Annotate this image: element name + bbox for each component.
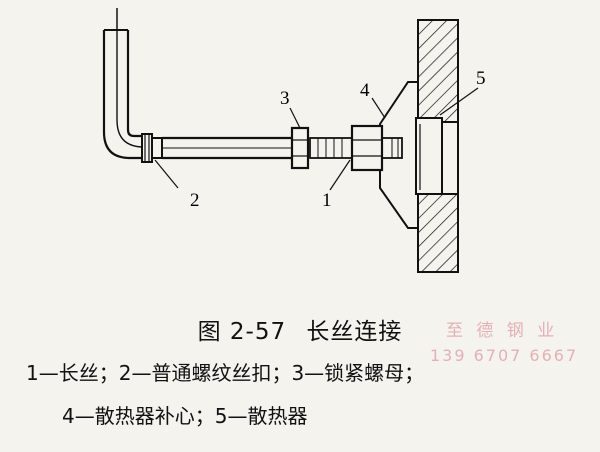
callout-4: 4 — [360, 80, 370, 101]
callout-5: 5 — [476, 68, 486, 89]
figure-number: 图 2-57 — [197, 319, 287, 345]
legend-line-1: 1—长丝；2—普通螺纹丝扣；3—锁紧螺母； — [26, 361, 425, 385]
leader-lines — [154, 87, 479, 191]
bushing-nut — [350, 124, 384, 172]
callout-2: 2 — [190, 190, 200, 211]
callout-3: 3 — [280, 88, 290, 109]
legend-line-2: 4—散热器补心；5—散热器 — [62, 404, 308, 428]
callout-1: 1 — [322, 190, 332, 211]
threaded-coupling — [141, 133, 163, 163]
lock-nut — [290, 126, 310, 170]
watermark-phone: 139 6707 6667 — [430, 346, 579, 365]
pipe-connection-figure: 2 3 1 4 5 — [102, 8, 486, 273]
figure-title: 长丝连接 — [306, 319, 403, 345]
figure-caption: 图 2-57 长丝连接 — [0, 312, 600, 346]
supply-pipe — [102, 8, 143, 160]
radiator-bushing — [379, 81, 443, 229]
watermark-company: 至 德 钢 业 — [446, 321, 559, 341]
